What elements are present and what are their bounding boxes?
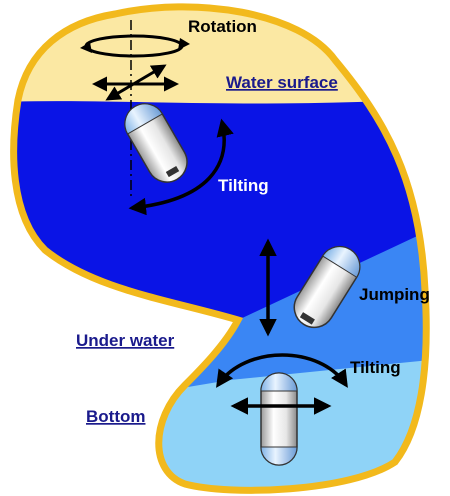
rotation-arrow-icon (80, 34, 190, 58)
robot-capsule-jumping (293, 245, 361, 329)
tilting-arrow-top-icon (128, 118, 234, 216)
surface-move-arrows-icon (92, 64, 179, 101)
jumping-label: Jumping (359, 285, 430, 304)
tilting-arrow-bottom-icon (216, 353, 348, 388)
tilting-bottom-label: Tilting (350, 358, 401, 377)
tilting-top-label: Tilting (218, 176, 269, 195)
rotation-label: Rotation (188, 17, 257, 36)
bottom-label: Bottom (86, 407, 145, 426)
water-surface-label: Water surface (226, 73, 338, 92)
under-water-label: Under water (76, 331, 175, 350)
container-outline (10, 3, 430, 494)
robot-capsule-bottom (260, 372, 298, 466)
